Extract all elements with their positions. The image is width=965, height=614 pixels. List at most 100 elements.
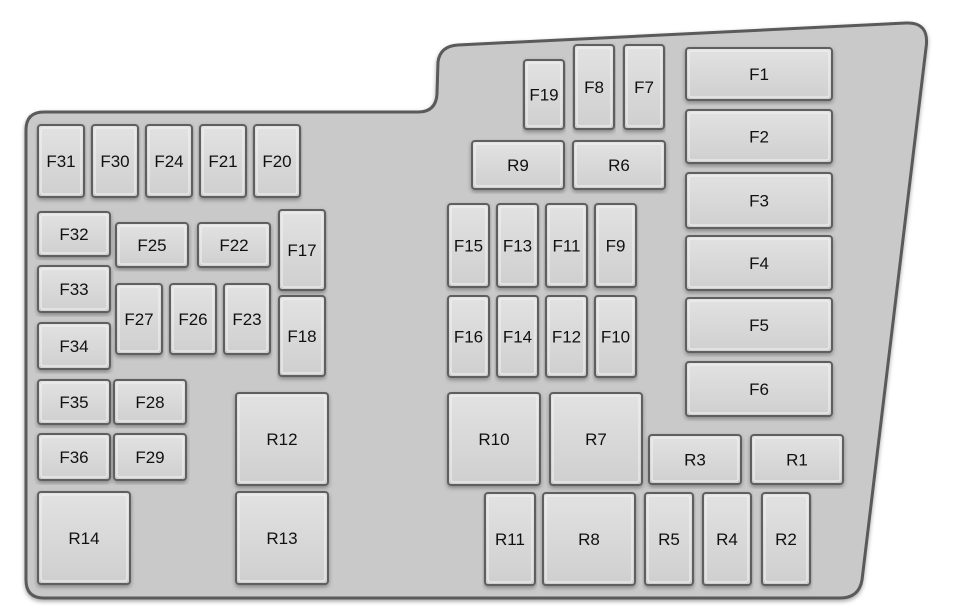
fuse-f24-highlight — [148, 127, 190, 195]
fuse-f34-label: F34 — [59, 337, 88, 356]
fuse-f3-label: F3 — [749, 192, 769, 211]
fuse-f23-label: F23 — [232, 310, 261, 329]
relay-r13: R13 — [235, 491, 329, 585]
fuse-f31-highlight — [40, 127, 82, 195]
fuse-f8-box — [573, 44, 615, 130]
fuse-f35: F35 — [37, 379, 111, 425]
fuse-f7: F7 — [623, 44, 665, 130]
fuse-f22-highlight — [200, 225, 268, 265]
fuse-f33-highlight — [40, 268, 108, 310]
fuse-f20: F20 — [253, 124, 301, 198]
fuse-f7-box — [623, 44, 665, 130]
relay-r6-highlight — [575, 143, 663, 187]
fuse-f7-highlight — [626, 47, 662, 127]
fuse-f25-highlight — [118, 225, 186, 265]
fuse-f29-box — [113, 433, 187, 481]
fuse-f12-highlight — [548, 298, 585, 375]
fuse-f20-box — [253, 124, 301, 198]
fuse-f36-box — [37, 433, 111, 481]
relay-r4-label: R4 — [716, 530, 738, 549]
relay-r4: R4 — [702, 492, 752, 586]
relay-r5-label: R5 — [658, 530, 680, 549]
fuse-f35-label: F35 — [59, 393, 88, 412]
relay-r7: R7 — [549, 392, 643, 486]
fuse-f12: F12 — [545, 295, 588, 378]
fuse-f19: F19 — [523, 59, 565, 130]
relay-r11: R11 — [484, 492, 536, 586]
fuse-f4-label: F4 — [749, 254, 769, 273]
relay-r10-label: R10 — [478, 430, 509, 449]
relay-r11-label: R11 — [495, 530, 525, 549]
relay-r7-label: R7 — [585, 430, 607, 449]
fuse-f23: F23 — [223, 283, 271, 355]
fuse-f14-box — [496, 295, 539, 378]
fuse-f13-highlight — [499, 206, 536, 285]
relay-r14: R14 — [37, 491, 131, 585]
fuse-f30-highlight — [94, 127, 136, 195]
relay-r1: R1 — [750, 434, 844, 485]
fuse-f34-box — [37, 322, 111, 370]
relay-r10-highlight — [450, 395, 538, 483]
fuse-f14: F14 — [496, 295, 539, 378]
fuse-f28: F28 — [113, 379, 187, 425]
fuse-f1-highlight — [688, 50, 830, 98]
fuse-f4-highlight — [688, 238, 830, 288]
fuse-f25: F25 — [115, 222, 189, 268]
fuse-f29-label: F29 — [135, 448, 164, 467]
relay-r2-label: R2 — [775, 530, 797, 549]
fuse-f2-highlight — [688, 112, 830, 161]
fuse-f32-highlight — [40, 214, 108, 254]
fuse-f21-label: F21 — [208, 152, 237, 171]
fuse-f14-highlight — [499, 298, 536, 375]
fuse-f27: F27 — [115, 283, 163, 355]
relay-r3-label: R3 — [684, 451, 706, 470]
fuse-f20-label: F20 — [262, 152, 291, 171]
fuse-f26-highlight — [172, 286, 214, 352]
fuse-f7-label: F7 — [634, 78, 654, 97]
relay-r3: R3 — [648, 434, 742, 485]
fuse-f2-label: F2 — [749, 128, 769, 147]
fuse-f18: F18 — [278, 295, 326, 377]
fuse-f2: F2 — [685, 109, 833, 164]
relay-r12-highlight — [238, 395, 326, 483]
fuse-f36-highlight — [40, 436, 108, 478]
fuse-f31-box — [37, 124, 85, 198]
relay-r10: R10 — [447, 392, 541, 486]
relay-r13-highlight — [238, 494, 326, 582]
fuse-f5-box — [685, 297, 833, 353]
relay-r13-box — [235, 491, 329, 585]
relay-r11-highlight — [487, 495, 533, 583]
relay-r12-label: R12 — [266, 430, 297, 449]
fuse-f1-box — [685, 47, 833, 101]
fuse-f32: F32 — [37, 211, 111, 257]
fuse-f23-box — [223, 283, 271, 355]
relay-r5-box — [644, 492, 694, 586]
relay-r4-box — [702, 492, 752, 586]
fuse-f36-label: F36 — [59, 448, 88, 467]
fuse-f9: F9 — [594, 203, 637, 288]
fuse-f27-box — [115, 283, 163, 355]
fuse-f35-box — [37, 379, 111, 425]
fuse-f30-box — [91, 124, 139, 198]
fuse-f22-label: F22 — [219, 236, 248, 255]
fuse-f20-highlight — [256, 127, 298, 195]
fuse-f35-highlight — [40, 382, 108, 422]
fuse-f16-highlight — [450, 298, 487, 375]
fuse-f32-label: F32 — [59, 225, 88, 244]
relay-r2-highlight — [764, 495, 808, 583]
fuse-f31-label: F31 — [46, 152, 75, 171]
fuse-f3-highlight — [688, 175, 830, 226]
fuse-f33-box — [37, 265, 111, 313]
fuse-f21-highlight — [202, 127, 244, 195]
relay-r9-label: R9 — [507, 156, 529, 175]
fuse-f26: F26 — [169, 283, 217, 355]
relay-r12-box — [235, 392, 329, 486]
relay-r7-highlight — [552, 395, 640, 483]
fuse-f13-label: F13 — [503, 237, 532, 256]
relay-r5-highlight — [647, 495, 691, 583]
fuse-f18-highlight — [281, 298, 323, 374]
relay-r6: R6 — [572, 140, 666, 190]
fuse-f27-label: F27 — [124, 310, 153, 329]
relay-r14-box — [37, 491, 131, 585]
fuse-f9-highlight — [597, 206, 634, 285]
